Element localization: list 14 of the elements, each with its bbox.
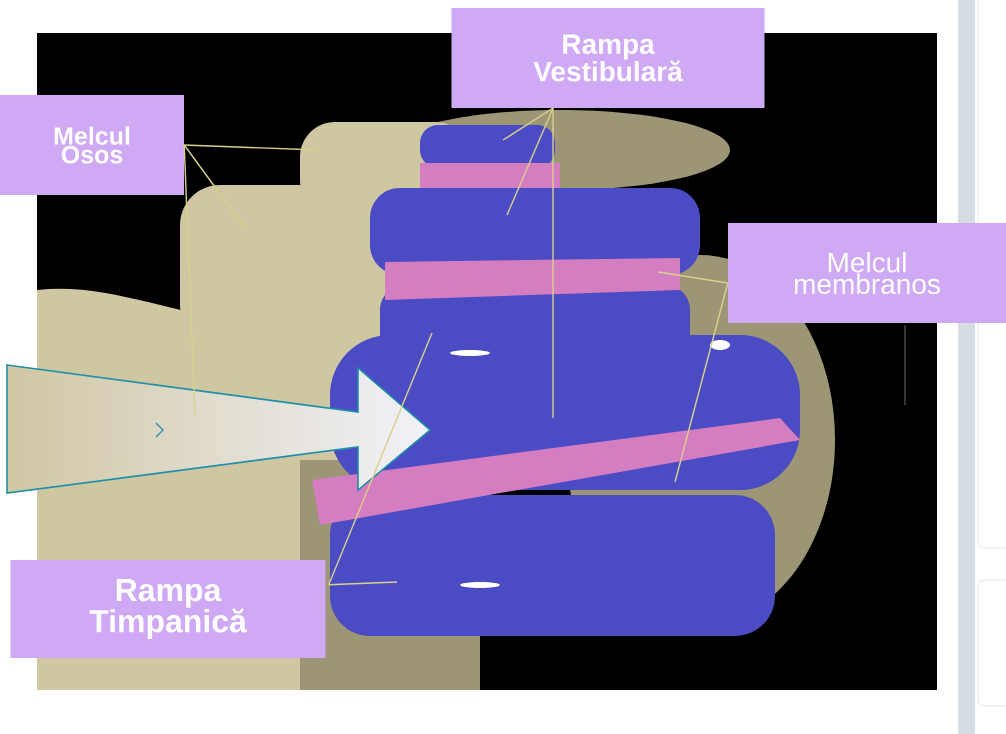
leader-line <box>506 107 554 216</box>
leader-line <box>328 581 398 586</box>
leader-line <box>502 107 554 141</box>
label-box: Melcul Osos <box>0 95 184 195</box>
leader-line <box>183 144 246 229</box>
label-box: Melcul membranos <box>728 223 1006 323</box>
leader-line <box>183 144 196 416</box>
leader-line <box>328 332 433 586</box>
label-box: Rampa Vestibulară <box>451 8 765 108</box>
leader-line <box>183 144 319 151</box>
leader-line <box>552 107 554 419</box>
leader-line <box>674 282 729 483</box>
label-box: Rampa Timpanică <box>10 560 326 658</box>
leader-line <box>657 271 729 284</box>
